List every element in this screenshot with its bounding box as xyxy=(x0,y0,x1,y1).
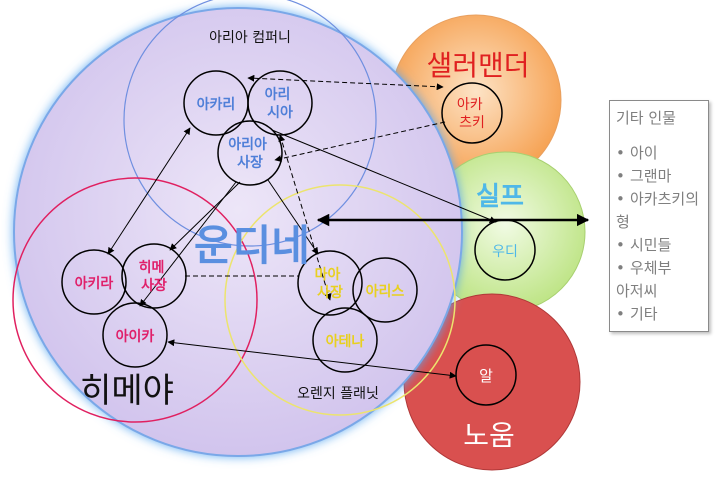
legend-item: •우체부 아저씨 xyxy=(616,259,672,300)
akari-label: 아카리 xyxy=(197,96,236,113)
maa-president-label-line1: 마아 xyxy=(315,266,341,283)
hime-president-label: 히메 사장 xyxy=(139,259,170,294)
legend-item: •아이 xyxy=(616,144,658,162)
legend-item-text: 시민들 xyxy=(630,236,672,254)
hime-president-label-line2: 사장 xyxy=(141,277,167,294)
woody-label: 우디 xyxy=(492,244,518,260)
salamander-label: 샐러맨더 xyxy=(426,49,529,82)
akira-circle xyxy=(61,249,127,315)
maa-president-label-line2: 사장 xyxy=(317,284,343,301)
legend-title: 기타 인물 xyxy=(616,109,676,127)
hime-president-label-line1: 히메 xyxy=(139,259,165,276)
alicia-label-line1: 아리 xyxy=(265,86,291,103)
legend-item-text: 아이 xyxy=(630,144,658,162)
relation-arrows xyxy=(107,74,590,379)
legend-item-text: 아카츠키의 형 xyxy=(616,190,700,231)
sylph-label: 실프 xyxy=(476,182,524,212)
akatsuki-label-line2: 츠키 xyxy=(459,115,485,131)
legend-item: •그랜마 xyxy=(616,167,672,185)
legend-item-text: 그랜마 xyxy=(630,167,672,185)
legend-item-text: 우체부 아저씨 xyxy=(616,259,672,300)
arrow-akatsuki-alicia xyxy=(247,74,444,91)
alice-label: 아리스 xyxy=(366,283,405,300)
legend-list: •아이 •그랜마 •아카츠키의 형 •시민들 •우체부 아저씨 •기타 xyxy=(616,142,702,326)
legend-item: •시민들 xyxy=(616,236,672,254)
al-label: 알 xyxy=(479,367,493,385)
ondine-label: 운디네 xyxy=(194,221,310,270)
akatsuki-circle xyxy=(441,82,503,144)
legend-item-text: 기타 xyxy=(630,305,658,323)
arrow-aria-aika xyxy=(139,181,237,307)
maa-president-label: 마아 사장 xyxy=(315,266,346,301)
arrow-alicia-athena xyxy=(278,134,332,301)
aria-company-ring xyxy=(123,0,377,247)
alicia-label: 아리 시아 xyxy=(265,86,296,121)
aria-president-label-line1: 아리아 xyxy=(228,136,267,153)
arrow-aria-hime xyxy=(169,181,241,251)
alice-circle xyxy=(352,257,418,323)
alicia-label-line2: 시아 xyxy=(267,104,293,121)
other-characters-legend: 기타 인물 •아이 •그랜마 •아카츠키의 형 •시민들 •우체부 아저씨 •기… xyxy=(609,100,709,332)
orange-planet-label: 오렌지 플래닛 xyxy=(297,386,379,402)
orange-planet-ring xyxy=(224,184,456,416)
aria-president-label: 아리아 사장 xyxy=(228,136,272,171)
aika-circle xyxy=(102,302,168,368)
akira-label: 아키라 xyxy=(75,275,114,292)
akatsuki-label-line1: 아카 xyxy=(457,97,483,113)
arrow-aika-al xyxy=(167,339,457,379)
akatsuki-label: 아카 츠키 xyxy=(457,97,487,131)
aria-company-label: 아리아 컴퍼니 xyxy=(209,30,291,46)
legend-item: •아카츠키의 형 xyxy=(616,190,700,231)
aria-president-label-line2: 사장 xyxy=(237,154,263,171)
arrow-akari-akira xyxy=(107,127,191,255)
athena-label: 아테나 xyxy=(326,333,365,350)
aika-label: 아이카 xyxy=(116,328,155,345)
gnome-label: 노움 xyxy=(463,419,515,452)
legend-item: •기타 xyxy=(616,305,658,323)
himeya-label: 히메야 xyxy=(80,371,174,411)
